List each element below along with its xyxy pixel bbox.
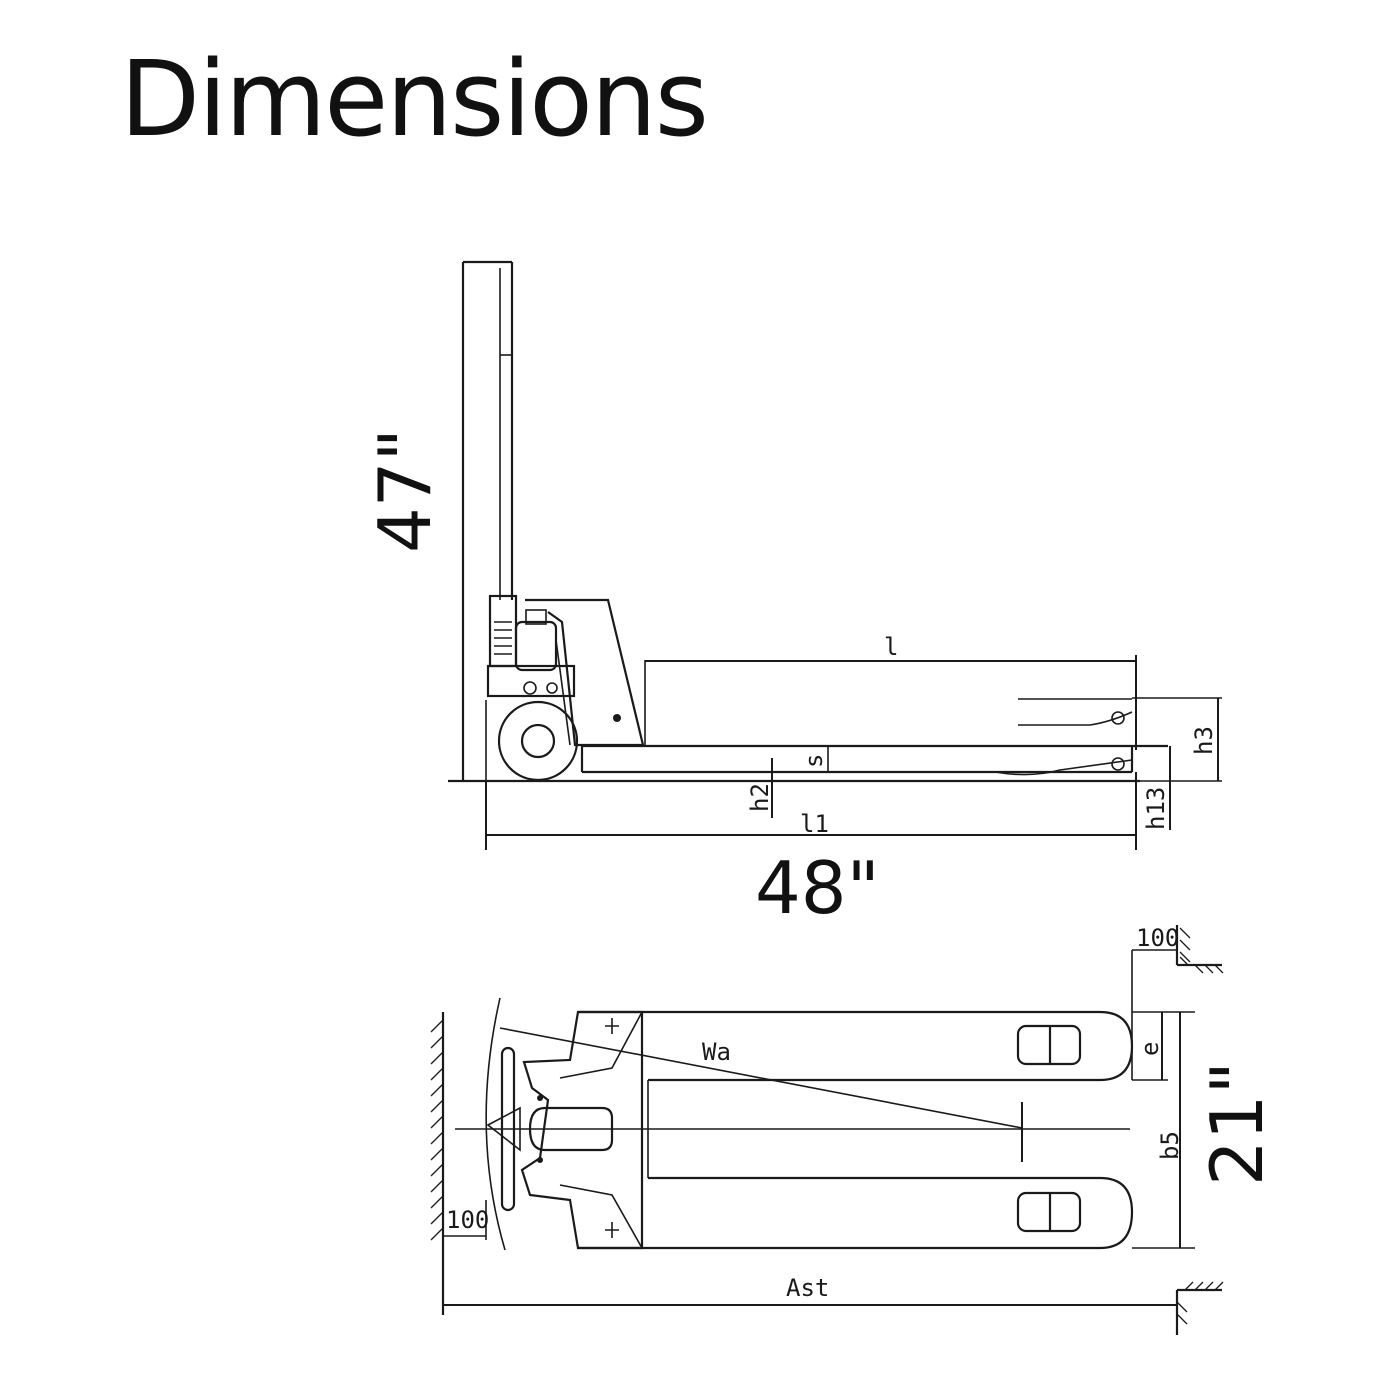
wall-left: [430, 1012, 445, 1315]
dimension-l1: [485, 772, 1137, 850]
page-title: Dimensions: [120, 38, 709, 160]
dim-label-b5: b5: [1156, 1131, 1184, 1160]
dim-label-e: e: [1136, 1042, 1164, 1056]
dimension-h3: [1132, 697, 1222, 782]
clearance-left-label: 100: [446, 1206, 489, 1234]
width-label: 21": [1195, 1061, 1279, 1186]
top-view: Wa b5 e Ast 100 100 21": [430, 924, 1279, 1335]
roller-icon: [1016, 1024, 1082, 1233]
clearance-top-label: 100: [1136, 924, 1179, 952]
length-label: 48": [755, 846, 880, 930]
dim-label-s: s: [800, 754, 828, 768]
handle-top: [485, 997, 521, 1251]
wall-bottom-right: [1175, 1281, 1224, 1335]
dimension-e: [1131, 950, 1168, 1081]
dim-label-h13: h13: [1142, 787, 1170, 830]
dim-label-l1: l1: [800, 810, 829, 838]
dim-label-h2: h2: [746, 783, 774, 812]
chassis: [520, 1010, 644, 1250]
handle: [461, 260, 514, 781]
height-label: 47": [363, 428, 447, 553]
side-view: l l1 h3 h13 h2 s 47" 48": [363, 260, 1222, 930]
fork: [580, 660, 1168, 776]
dim-label-h3: h3: [1190, 726, 1218, 755]
dimension-wa: [455, 1027, 1130, 1162]
pump-unit: [486, 594, 645, 747]
clearance-left-dim: [443, 1200, 487, 1240]
dim-label-ast: Ast: [786, 1274, 829, 1302]
dimension-b5: [1132, 1011, 1195, 1249]
dimension-l: [645, 655, 1137, 750]
steer-wheel-icon: [485, 700, 579, 782]
dim-label-l: l: [884, 633, 898, 661]
dim-label-wa: Wa: [702, 1038, 731, 1066]
wall-top-right: [1175, 925, 1224, 974]
